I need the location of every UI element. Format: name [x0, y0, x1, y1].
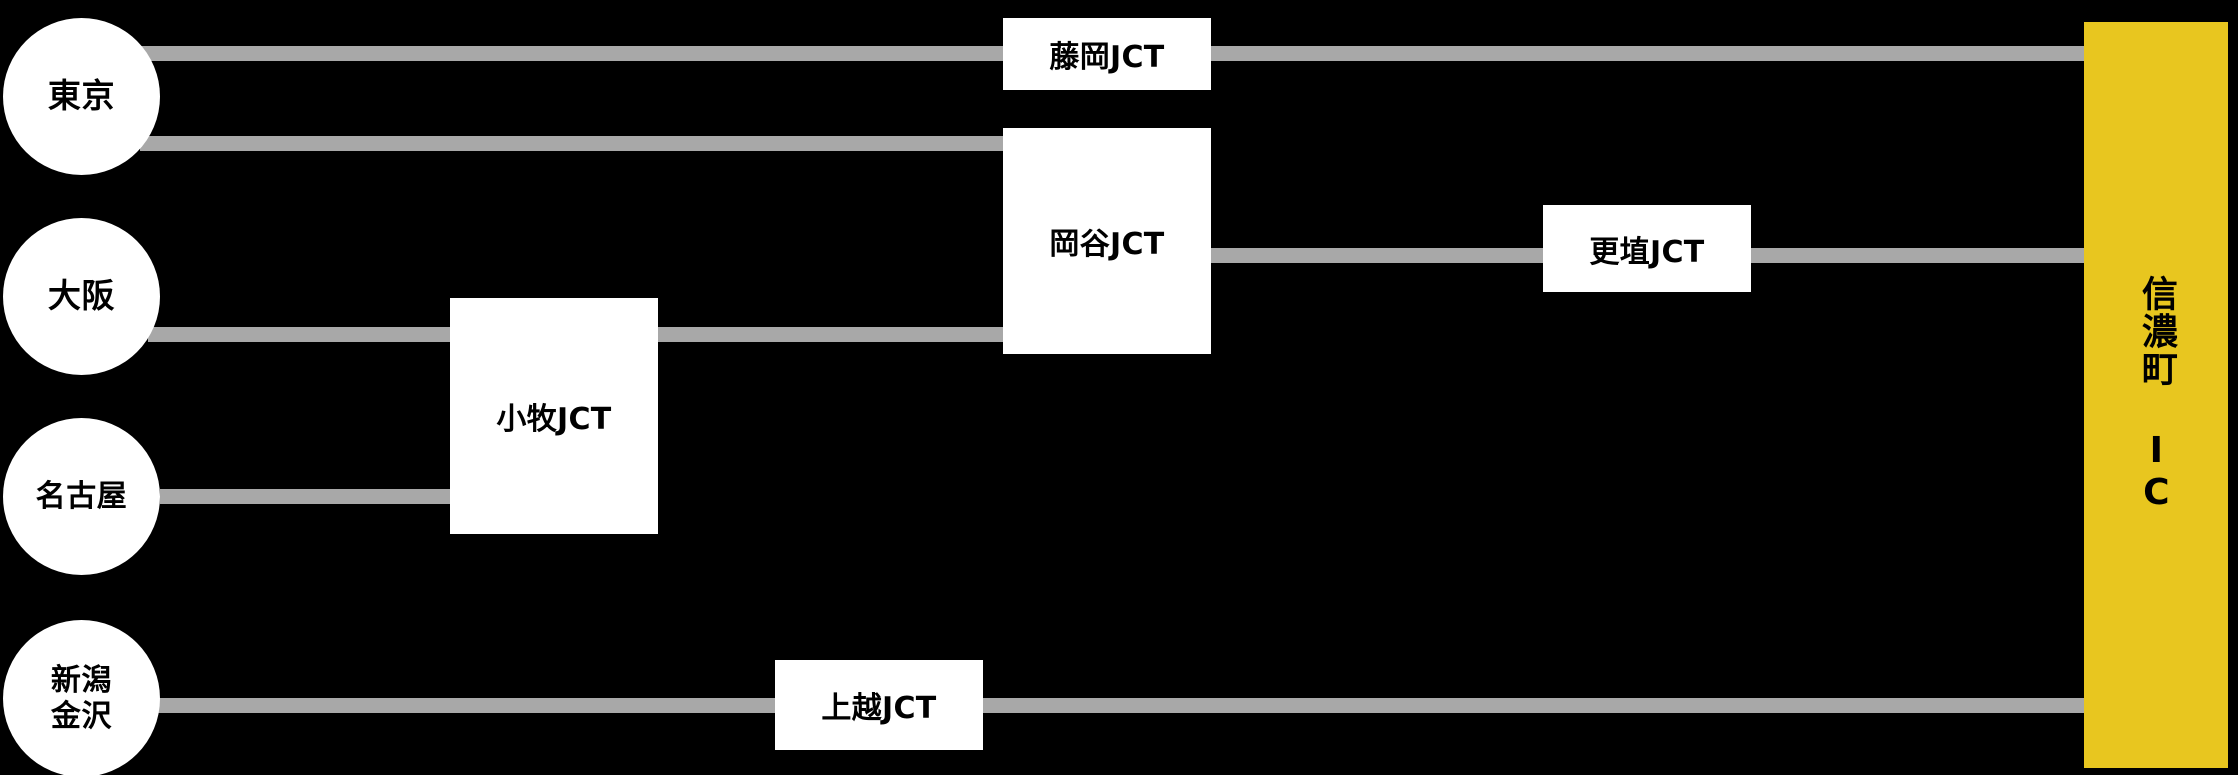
- link-tokyo-okaya: [140, 136, 1020, 151]
- link-niigata-joetsu: [152, 698, 790, 713]
- destination-node-shinanomachi-ic[interactable]: 信濃町 IC: [2084, 22, 2228, 768]
- link-komaki-okaya: [644, 327, 1020, 342]
- origin-node-nagoya[interactable]: 名古屋: [3, 418, 160, 575]
- link-fujioka-dest: [1198, 46, 2096, 61]
- link-nagoya-komaki: [160, 489, 468, 504]
- link-osaka-komaki: [148, 327, 468, 342]
- link-okaya-koshoku: [1198, 248, 1558, 263]
- junction-node-joetsu[interactable]: 上越JCT: [775, 660, 983, 750]
- origin-node-osaka[interactable]: 大阪: [3, 218, 160, 375]
- junction-node-koshoku[interactable]: 更埴JCT: [1543, 205, 1751, 292]
- link-tokyo-fujioka: [140, 46, 1020, 61]
- junction-node-komaki[interactable]: 小牧JCT: [450, 298, 658, 534]
- junction-node-okaya[interactable]: 岡谷JCT: [1003, 128, 1211, 354]
- link-joetsu-dest: [970, 698, 2096, 713]
- destination-label: 信濃町 IC: [2135, 275, 2177, 515]
- junction-node-fujioka[interactable]: 藤岡JCT: [1003, 18, 1211, 90]
- origin-node-niigata-kanazawa[interactable]: 新潟 金沢: [3, 620, 160, 775]
- origin-node-tokyo[interactable]: 東京: [3, 18, 160, 175]
- link-koshoku-dest: [1736, 248, 2096, 263]
